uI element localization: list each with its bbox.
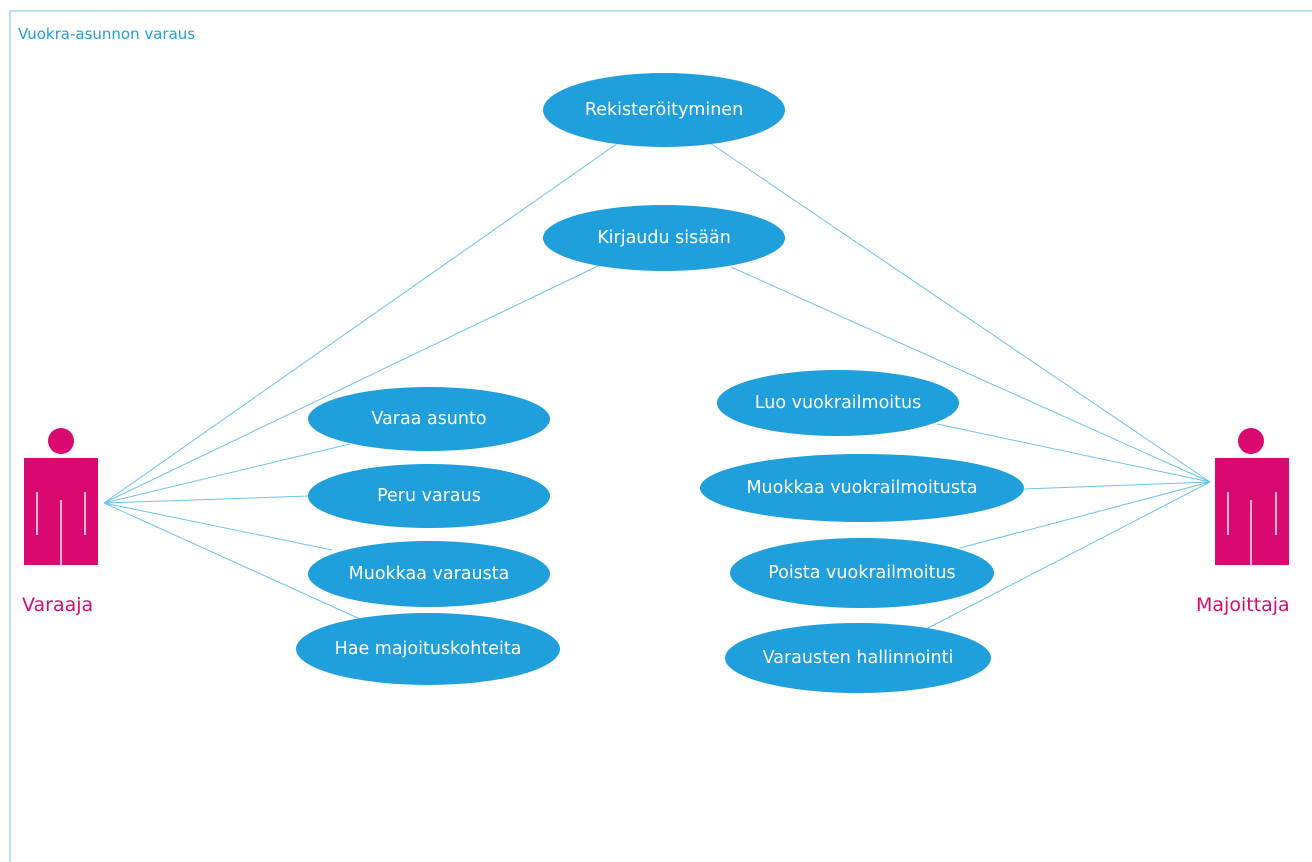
use-case-label: Muokkaa vuokrailmoitusta <box>746 478 977 498</box>
system-boundary-title: Vuokra-asunnon varaus <box>18 25 195 43</box>
use-case-poista-vuokrailmoitus[interactable]: Poista vuokrailmoitus <box>730 538 994 608</box>
actor-label: Majoittaja <box>1196 594 1290 616</box>
use-case-label: Kirjaudu sisään <box>597 228 731 248</box>
actor-majoittaja[interactable]: Majoittaja <box>1196 428 1290 616</box>
association-line-varaaja-rekisteroityminen <box>103 142 619 504</box>
association-line-majoittaja-poista <box>959 481 1211 549</box>
actor-label: Varaaja <box>22 594 93 616</box>
use-case-label: Luo vuokrailmoitus <box>755 393 921 413</box>
system-boundary <box>9 10 1312 862</box>
use-case-ellipse <box>308 541 550 607</box>
use-case-luo-vuokrailmoitus[interactable]: Luo vuokrailmoitus <box>717 370 959 436</box>
association-line-varaaja-hae <box>103 502 361 620</box>
association-lines <box>103 142 1211 629</box>
use-case-label: Rekisteröityminen <box>585 100 743 120</box>
actor-varaaja[interactable]: Varaaja <box>22 428 98 616</box>
use-case-hae-majoituskohteita[interactable]: Hae majoituskohteita <box>296 613 560 685</box>
association-line-varaaja-kirjaudu <box>103 265 599 504</box>
use-case-varausten-hallinnointi[interactable]: Varausten hallinnointi <box>725 623 991 693</box>
use-case-ellipse <box>308 464 550 528</box>
use-case-ellipse <box>730 538 994 608</box>
actor-figure-icon <box>24 428 98 565</box>
use-case-ellipse <box>296 613 560 685</box>
association-line-majoittaja-luo <box>936 423 1211 483</box>
use-case-label: Varaa asunto <box>371 409 486 429</box>
actor-figure-icon <box>1215 428 1289 565</box>
use-case-ellipse <box>543 205 785 271</box>
use-case-varaa-asunto[interactable]: Varaa asunto <box>308 387 550 451</box>
association-line-majoittaja-rekisteroityminen <box>709 142 1211 483</box>
use-case-ellipse <box>725 623 991 693</box>
use-case-label: Hae majoituskohteita <box>335 639 522 659</box>
use-case-label: Peru varaus <box>377 486 481 506</box>
association-line-majoittaja-muokkaa-ilmoitusta <box>1023 481 1211 490</box>
use-case-muokkaa-varausta[interactable]: Muokkaa varausta <box>308 541 550 607</box>
use-case-label: Varausten hallinnointi <box>763 648 954 668</box>
use-case-rekisteroityminen[interactable]: Rekisteröityminen <box>543 73 785 147</box>
association-line-varaaja-muokkaa-varausta <box>103 502 333 551</box>
use-case-kirjaudu-sisaan[interactable]: Kirjaudu sisään <box>543 205 785 271</box>
association-line-varaaja-varaa <box>103 443 351 504</box>
use-case-ellipse <box>700 454 1024 522</box>
use-case-peru-varaus[interactable]: Peru varaus <box>308 464 550 528</box>
use-case-label: Poista vuokrailmoitus <box>768 563 955 583</box>
association-line-majoittaja-kirjaudu <box>730 266 1211 483</box>
use-case-label: Muokkaa varausta <box>349 564 510 584</box>
use-case-muokkaa-vuokrailmoitusta[interactable]: Muokkaa vuokrailmoitusta <box>700 454 1024 522</box>
association-line-majoittaja-hallinnointi <box>927 481 1211 629</box>
use-case-ellipse <box>543 73 785 147</box>
use-case-ellipse <box>717 370 959 436</box>
association-line-varaaja-peru <box>103 495 309 504</box>
use-case-ellipse <box>308 387 550 451</box>
